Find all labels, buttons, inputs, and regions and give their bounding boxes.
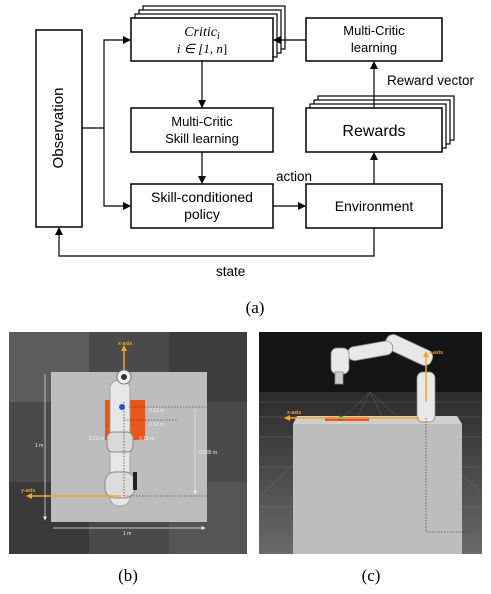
critic-stack-node: Critici i ∈ [1, n] <box>130 5 286 62</box>
b-dim-012-left: 0.12 m <box>89 436 104 442</box>
b-dim-012-top: 0.12 m <box>149 408 164 414</box>
critic-range-n: n <box>216 41 223 56</box>
reward-vector-label: Reward vector <box>387 73 475 88</box>
b-dim-0535: 0.535 m <box>199 450 217 456</box>
rewards-label: Rewards <box>342 123 405 140</box>
target-region-side <box>325 417 369 421</box>
critic-range-suffix: ] <box>223 41 227 56</box>
b-y-axis-label: y-axis <box>21 488 35 494</box>
critic-range-prefix: i ∈ [1, <box>177 41 217 56</box>
edge-environment-to-observation <box>55 227 375 257</box>
policy-line2: policy <box>184 206 220 222</box>
c-x-axis-label: x-axis <box>287 410 301 416</box>
b-dim-012-right: 0.12 m <box>139 436 154 442</box>
observation-node: Observation <box>35 29 83 228</box>
svg-text:Critici: Critici <box>184 25 220 42</box>
c-dim-078: 0.78 m <box>463 468 478 474</box>
edge-observation-to-policy <box>103 128 131 210</box>
environment-label: Environment <box>335 198 414 214</box>
multi-critic-learning-line1: Multi-Critic <box>343 23 405 38</box>
policy-node: Skill-conditioned policy <box>130 183 274 229</box>
rewards-stack-node: Rewards <box>305 95 455 153</box>
b-dim-1m-left: 1 m <box>35 443 43 449</box>
robot-side-view-image: z-axis x-axis 0.78 m <box>259 332 482 554</box>
caption-a: (a) <box>245 298 265 317</box>
robot-arm <box>104 369 137 507</box>
svg-text:i ∈ [1, n]: i ∈ [1, n] <box>177 41 227 56</box>
multi-critic-learning-node: Multi-Critic learning <box>305 17 443 62</box>
state-label: state <box>216 264 245 279</box>
action-label: action <box>276 169 312 184</box>
caption-b: (b) <box>118 566 138 585</box>
critic-subscript: i <box>217 31 220 42</box>
critic-name: Critic <box>184 25 217 40</box>
environment-node: Environment <box>305 183 443 229</box>
b-x-axis-label: x-axis <box>118 341 132 347</box>
skill-learning-line2: Skill learning <box>165 131 239 146</box>
b-dim-1m-bottom: 1 m <box>123 531 131 537</box>
skill-learning-node: Multi-Critic Skill learning <box>130 107 274 153</box>
edge-observation-to-critic <box>103 36 131 128</box>
framework-diagram: Observation Critici i ∈ [1, n] Multi-Cri… <box>35 5 475 279</box>
caption-c: (c) <box>361 566 381 585</box>
c-z-axis-label: z-axis <box>429 350 443 356</box>
skill-learning-line1: Multi-Critic <box>171 114 233 129</box>
b-dim-012-mid: 0.12 m <box>149 422 164 428</box>
multi-critic-learning-line2: learning <box>351 40 397 55</box>
policy-line1: Skill-conditioned <box>151 189 253 205</box>
robot-top-view-image: x-axis y-axis 1 m 1 m 0.12 m 0.12 m 0.12… <box>9 332 247 554</box>
observation-label: Observation <box>50 88 67 169</box>
diagram-edges <box>55 36 378 257</box>
